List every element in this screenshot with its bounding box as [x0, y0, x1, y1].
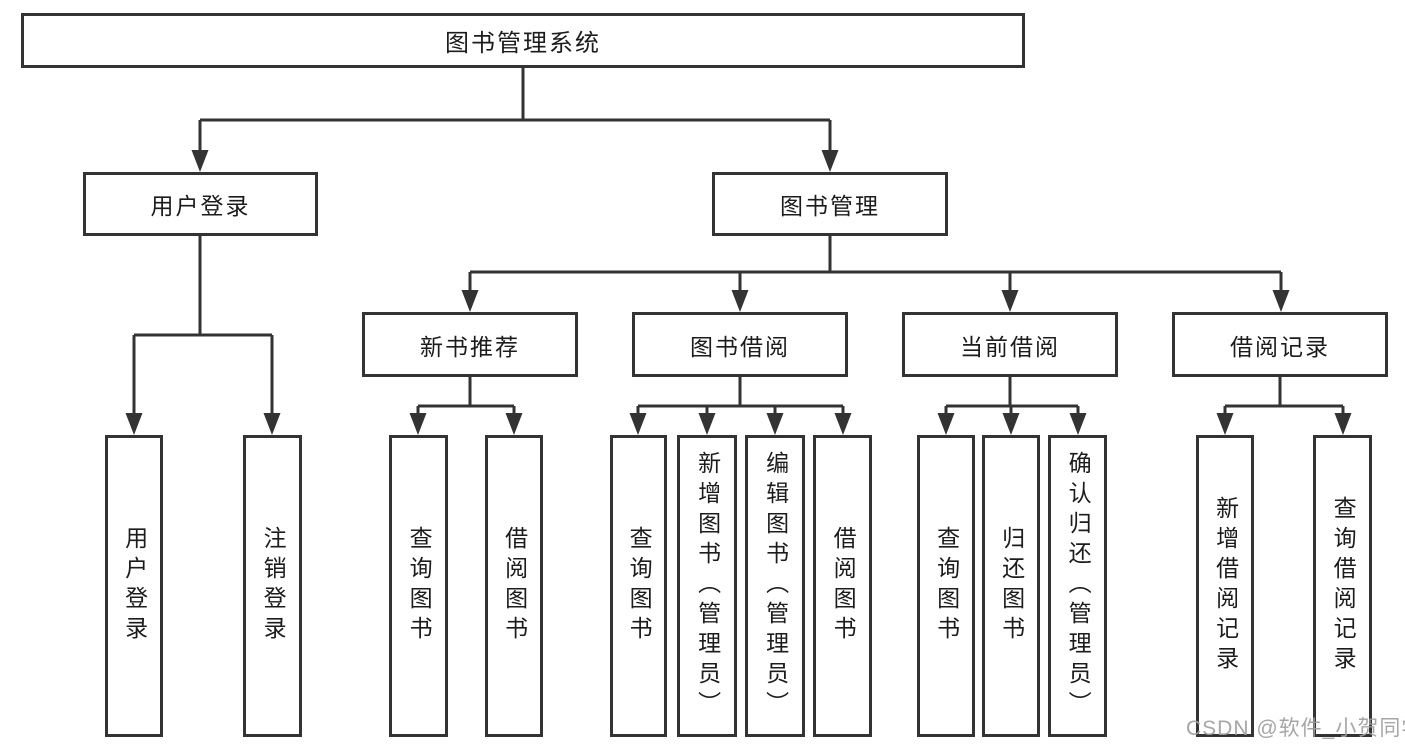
node-book-management-branch: 图书管理	[712, 172, 948, 236]
node-new-book-recommend: 新书推荐	[362, 312, 578, 377]
leaf-label: 借阅图书	[501, 526, 528, 646]
node-label: 新书推荐	[420, 333, 520, 360]
node-root-label: 图书管理系统	[445, 30, 601, 57]
leaf-query-borrow-record: 查询借阅记录	[1313, 435, 1372, 737]
leaf-logout: 注销登录	[243, 435, 302, 737]
arrowhead	[409, 413, 427, 435]
node-label: 图书管理	[780, 193, 880, 219]
arrowhead	[461, 290, 479, 312]
node-book-borrowing: 图书借阅	[632, 312, 848, 377]
arrowhead	[1069, 413, 1087, 435]
arrowhead	[263, 413, 281, 435]
leaf-query-books-2: 查询图书	[610, 435, 667, 737]
leaf-label: 确认归还（管理员）	[1065, 451, 1092, 721]
arrowhead	[629, 413, 647, 435]
leaf-query-books-1: 查询图书	[389, 435, 448, 737]
arrowhead	[937, 413, 955, 435]
arrowhead	[766, 413, 784, 435]
leaf-confirm-return-admin: 确认归还（管理员）	[1048, 435, 1107, 737]
csdn-watermark: CSDN @软件_小贺同学	[1186, 717, 1405, 740]
arrowhead	[1272, 290, 1290, 312]
leaf-add-borrow-record: 新增借阅记录	[1196, 435, 1254, 737]
arrowhead	[1334, 413, 1352, 435]
leaf-label: 编辑图书（管理员）	[762, 451, 789, 721]
arrowhead	[191, 150, 209, 172]
leaf-label: 查询图书	[933, 526, 960, 646]
arrowhead	[834, 413, 852, 435]
leaf-user-login: 用户登录	[105, 435, 163, 737]
leaf-edit-book-admin: 编辑图书（管理员）	[745, 435, 805, 737]
arrowhead	[698, 413, 716, 435]
leaf-label: 归还图书	[998, 526, 1025, 646]
leaf-add-book-admin: 新增图书（管理员）	[677, 435, 737, 737]
node-label: 借阅记录	[1230, 333, 1330, 360]
node-label: 用户登录	[150, 193, 251, 219]
leaf-label: 注销登录	[260, 526, 287, 646]
leaf-label: 新增图书（管理员）	[694, 451, 721, 721]
leaf-label: 查询图书	[406, 526, 433, 646]
node-borrowing-records: 借阅记录	[1172, 312, 1388, 377]
leaf-label: 查询图书	[626, 526, 653, 646]
arrowhead	[125, 413, 143, 435]
leaf-return-book: 归还图书	[982, 435, 1040, 737]
arrowhead	[821, 150, 839, 172]
arrowhead	[1001, 290, 1019, 312]
node-user-login-branch: 用户登录	[83, 172, 318, 236]
leaf-label: 用户登录	[121, 526, 148, 646]
node-label: 当前借阅	[960, 333, 1060, 360]
leaf-label: 新增借阅记录	[1212, 496, 1239, 676]
node-current-borrowing: 当前借阅	[902, 312, 1118, 377]
arrowhead	[1002, 413, 1020, 435]
leaf-borrow-books-2: 借阅图书	[813, 435, 872, 737]
leaf-label: 借阅图书	[830, 526, 857, 646]
arrowhead	[1216, 413, 1234, 435]
arrowhead	[505, 413, 523, 435]
leaf-label: 查询借阅记录	[1330, 496, 1357, 676]
leaf-query-books-3: 查询图书	[917, 435, 975, 737]
node-label: 图书借阅	[690, 333, 790, 360]
leaf-borrow-books-1: 借阅图书	[485, 435, 543, 737]
arrowhead	[731, 290, 749, 312]
node-root-system: 图书管理系统	[21, 13, 1025, 68]
